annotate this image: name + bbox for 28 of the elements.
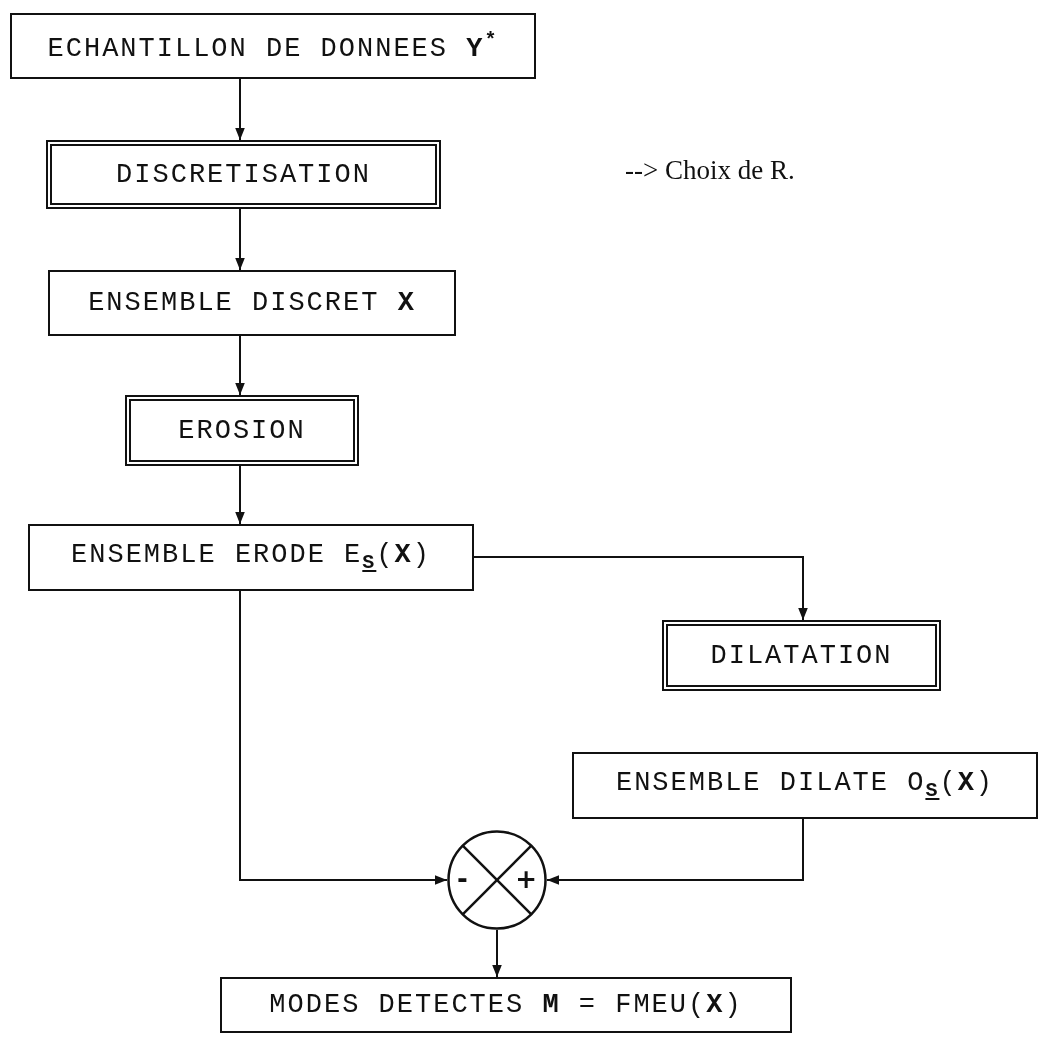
- node-label: ENSEMBLE DILATE O$_{S}$(X): [615, 768, 995, 803]
- arrow: [473, 556, 808, 621]
- sign-label: +: [515, 864, 537, 894]
- node-label: ENSEMBLE DISCRET X: [88, 288, 416, 318]
- data-box: [220, 977, 792, 1033]
- process-box: [662, 620, 941, 691]
- summing-junction: [447, 830, 547, 930]
- arrow: [492, 929, 502, 978]
- node-label: DISCRETISATION: [116, 159, 371, 190]
- arrow: [235, 335, 245, 396]
- data-box: [10, 13, 536, 79]
- arrow: [235, 465, 245, 525]
- data-box: [48, 270, 456, 336]
- note-text: --> Choix de R.: [625, 155, 795, 186]
- data-box: [28, 524, 474, 591]
- data-box: [572, 752, 1038, 819]
- sign-label: -: [457, 864, 468, 894]
- process-box: [125, 395, 359, 466]
- node-label: DILATATION: [710, 640, 893, 671]
- process-box: [46, 140, 441, 209]
- arrow: [235, 78, 245, 141]
- node-label: EROSION: [178, 415, 306, 446]
- node-label: ECHANTILLON DE DONNEES Y$^{*}$: [47, 28, 499, 64]
- arrow: [546, 818, 804, 885]
- node-label: ENSEMBLE ERODE E$_{S}$(X): [71, 540, 431, 575]
- arrow: [239, 590, 448, 885]
- node-label: MODES DETECTES M = FMEU(X): [269, 990, 743, 1020]
- arrow: [235, 208, 245, 271]
